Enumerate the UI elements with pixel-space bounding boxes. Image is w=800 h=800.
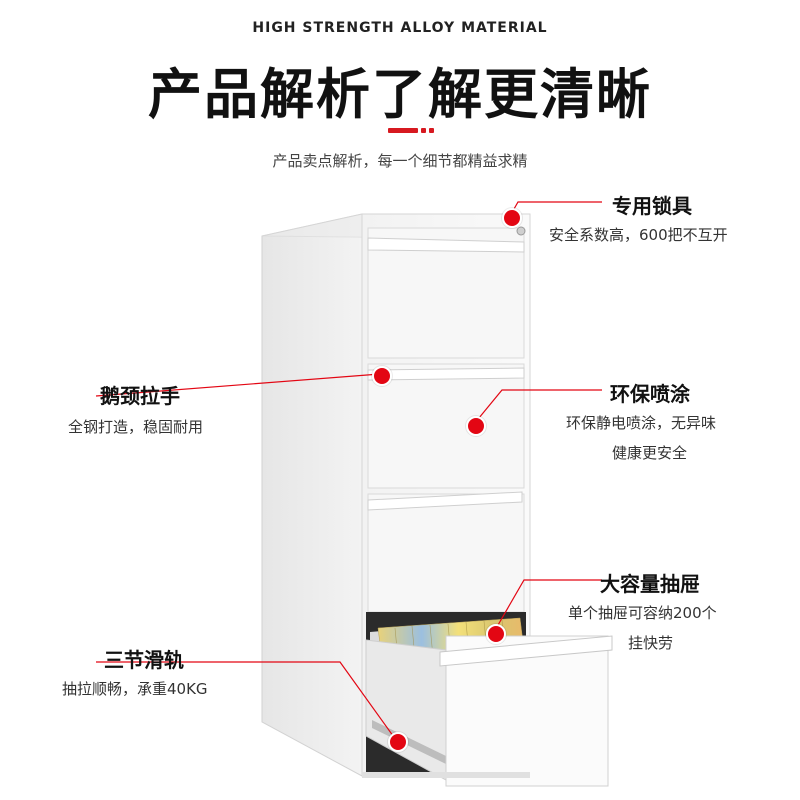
- feature-capacity-desc-2: 挂快劳: [628, 634, 674, 652]
- feature-handle-desc: 全钢打造，稳固耐用: [68, 418, 204, 436]
- feature-capacity-desc-1: 单个抽屉可容纳200个: [568, 604, 717, 622]
- title-underline: [388, 128, 437, 133]
- page-title: 产品解析了解更清晰: [148, 63, 652, 126]
- feature-rail-title: 三节滑轨: [104, 648, 184, 672]
- feature-capacity-title: 大容量抽屉: [600, 572, 700, 596]
- feature-coating-desc-2: 健康更安全: [612, 444, 688, 462]
- handle-marker-dot: [372, 366, 392, 386]
- feature-coating-title: 环保喷涂: [610, 382, 690, 406]
- feature-rail-desc: 抽拉顺畅，承重40KG: [62, 680, 208, 698]
- feature-lock-title: 专用锁具: [612, 194, 692, 218]
- eyebrow-text: HIGH STRENGTH ALLOY MATERIAL: [252, 20, 548, 36]
- page-subtitle: 产品卖点解析，每一个细节都精益求精: [272, 152, 528, 170]
- capacity-marker-dot: [486, 624, 506, 644]
- feature-coating-desc-1: 环保静电喷涂，无异味: [566, 414, 717, 432]
- feature-handle-title: 鹅颈拉手: [100, 384, 180, 408]
- rail-marker-dot: [388, 732, 408, 752]
- coating-marker-dot: [466, 416, 486, 436]
- feature-lock-desc: 安全系数高，600把不互开: [549, 226, 728, 244]
- lock-marker-dot: [502, 208, 522, 228]
